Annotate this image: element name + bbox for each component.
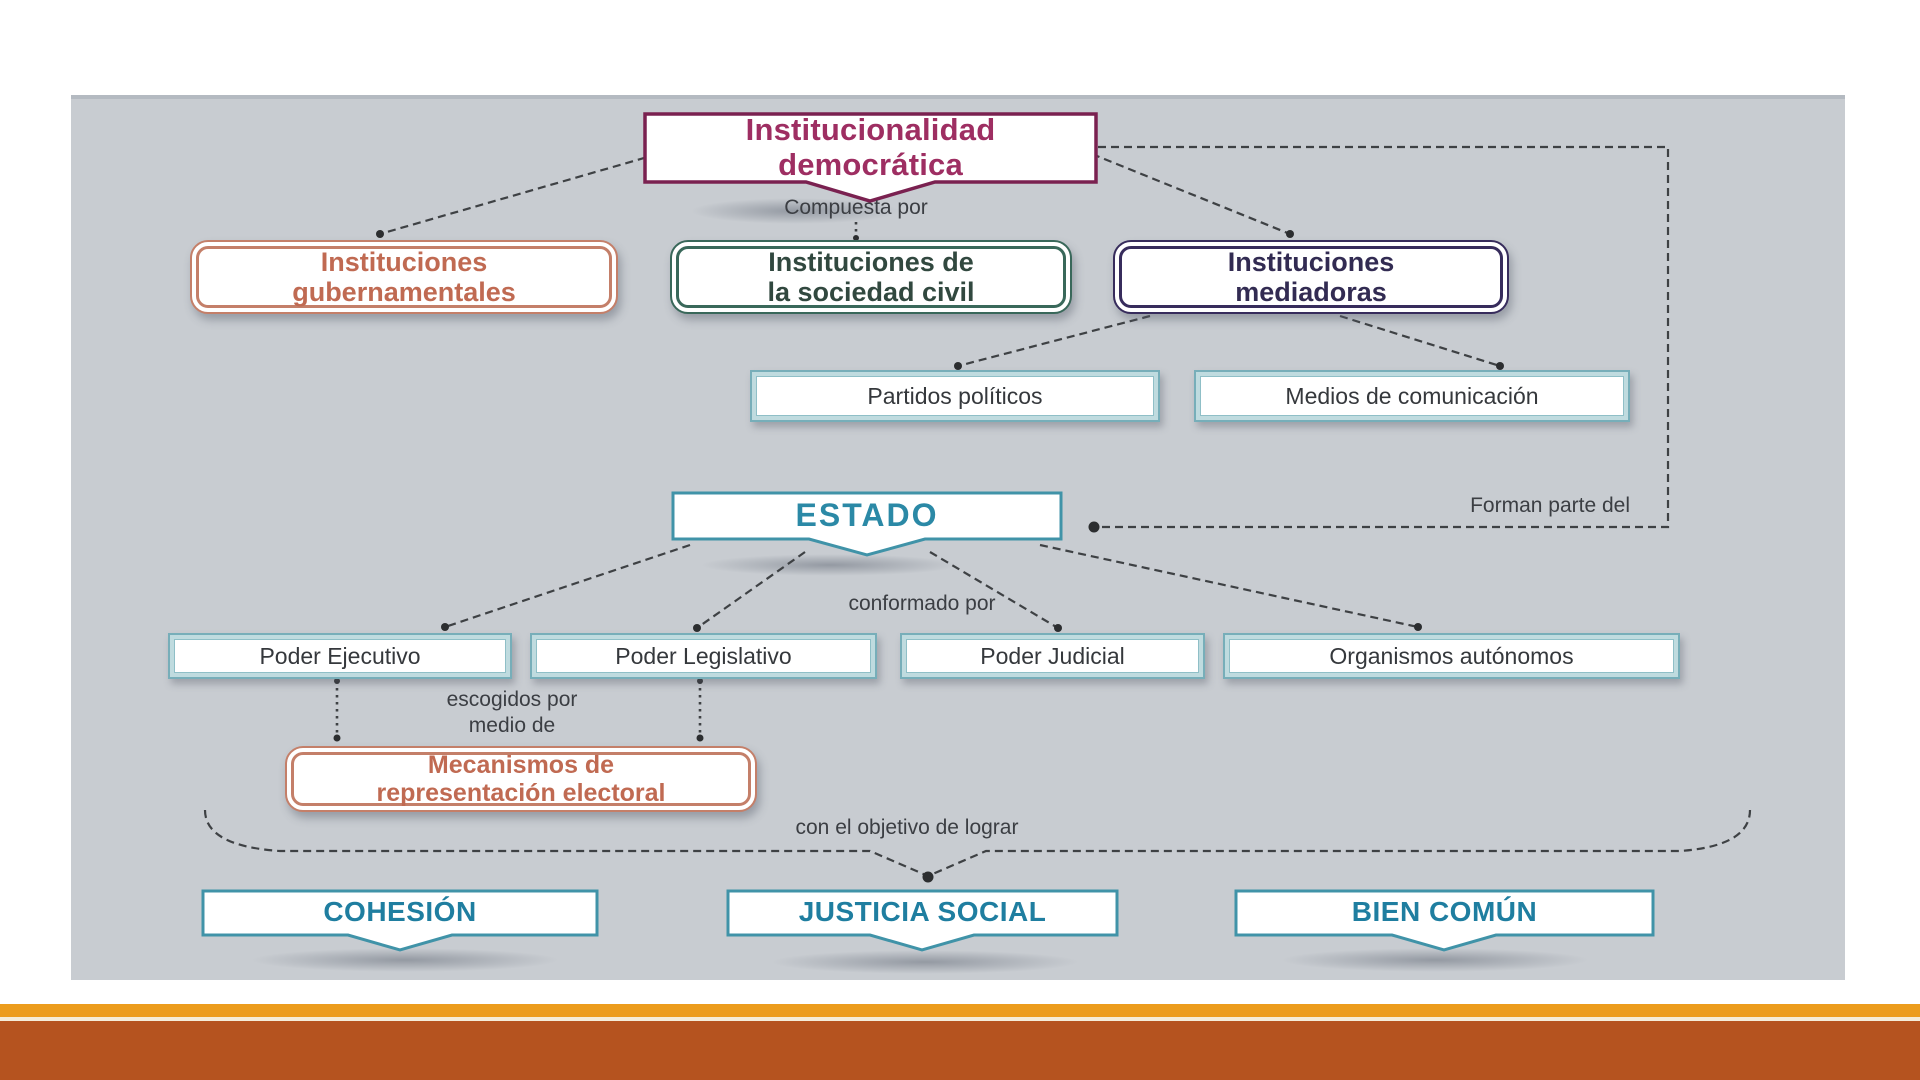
node-mecanismos-representacion: Mecanismos de representación electoral <box>285 746 757 812</box>
node-label: Poder Legislativo <box>536 639 871 673</box>
label-escogidos-por: escogidos por <box>446 688 578 711</box>
node-label: Partidos políticos <box>756 376 1154 416</box>
node-instituciones-sociedad-civil: Instituciones de la sociedad civil <box>670 240 1072 314</box>
banner-shape <box>671 491 1063 557</box>
footer-main-bar <box>0 1021 1920 1080</box>
node-label: Institucionalidad democrática <box>745 112 996 182</box>
label-forman-parte-del: Forman parte del <box>1470 494 1630 517</box>
node-label: BIEN COMÚN <box>1351 896 1538 927</box>
node-bien-comun: BIEN COMÚN <box>1234 889 1655 955</box>
label-conformado-por: conformado por <box>848 592 996 615</box>
node-estado: ESTADO <box>671 491 1063 559</box>
banner-shape <box>643 112 1098 203</box>
node-institucionalidad-democratica: Institucionalidad democrática <box>643 112 1098 204</box>
node-organismos-autonomos: Organismos autónomos <box>1223 633 1680 679</box>
node-label: Mecanismos de representación electoral <box>291 751 751 807</box>
node-label: Instituciones de la sociedad civil <box>676 246 1066 308</box>
node-instituciones-mediadoras: Instituciones mediadoras <box>1113 240 1509 314</box>
banner-shape <box>201 889 599 952</box>
banner-shape <box>1234 889 1655 952</box>
node-label: JUSTICIA SOCIAL <box>798 896 1047 927</box>
banner-shape <box>726 889 1119 952</box>
shadow-bien-comun <box>1280 948 1590 972</box>
node-label: Organismos autónomos <box>1229 639 1674 673</box>
node-label: ESTADO <box>795 496 939 533</box>
footer-divider-line <box>0 1017 1920 1021</box>
node-poder-ejecutivo: Poder Ejecutivo <box>168 633 512 679</box>
shadow-cohesion <box>250 948 560 972</box>
node-instituciones-gubernamentales: Instituciones gubernamentales <box>190 240 618 314</box>
node-label: Poder Judicial <box>906 639 1199 673</box>
node-label: Poder Ejecutivo <box>174 639 506 673</box>
node-medios-comunicacion: Medios de comunicación <box>1194 370 1630 422</box>
node-poder-judicial: Poder Judicial <box>900 633 1205 679</box>
footer-accent-bar <box>0 1004 1920 1017</box>
shadow-justicia <box>770 950 1080 974</box>
node-label: COHESIÓN <box>323 896 477 927</box>
node-label: Instituciones mediadoras <box>1119 246 1503 308</box>
node-partidos-politicos: Partidos políticos <box>750 370 1160 422</box>
shadow-compuesta <box>690 198 900 224</box>
node-justicia-social: JUSTICIA SOCIAL <box>726 889 1119 955</box>
label-con-el-objetivo: con el objetivo de lograr <box>795 816 1019 839</box>
label-compuesta-por: Compuesta por <box>784 196 928 219</box>
node-cohesion: COHESIÓN <box>201 889 599 955</box>
node-label: Medios de comunicación <box>1200 376 1624 416</box>
node-poder-legislativo: Poder Legislativo <box>530 633 877 679</box>
node-label: Instituciones gubernamentales <box>196 246 612 308</box>
label-medio-de: medio de <box>468 714 556 737</box>
